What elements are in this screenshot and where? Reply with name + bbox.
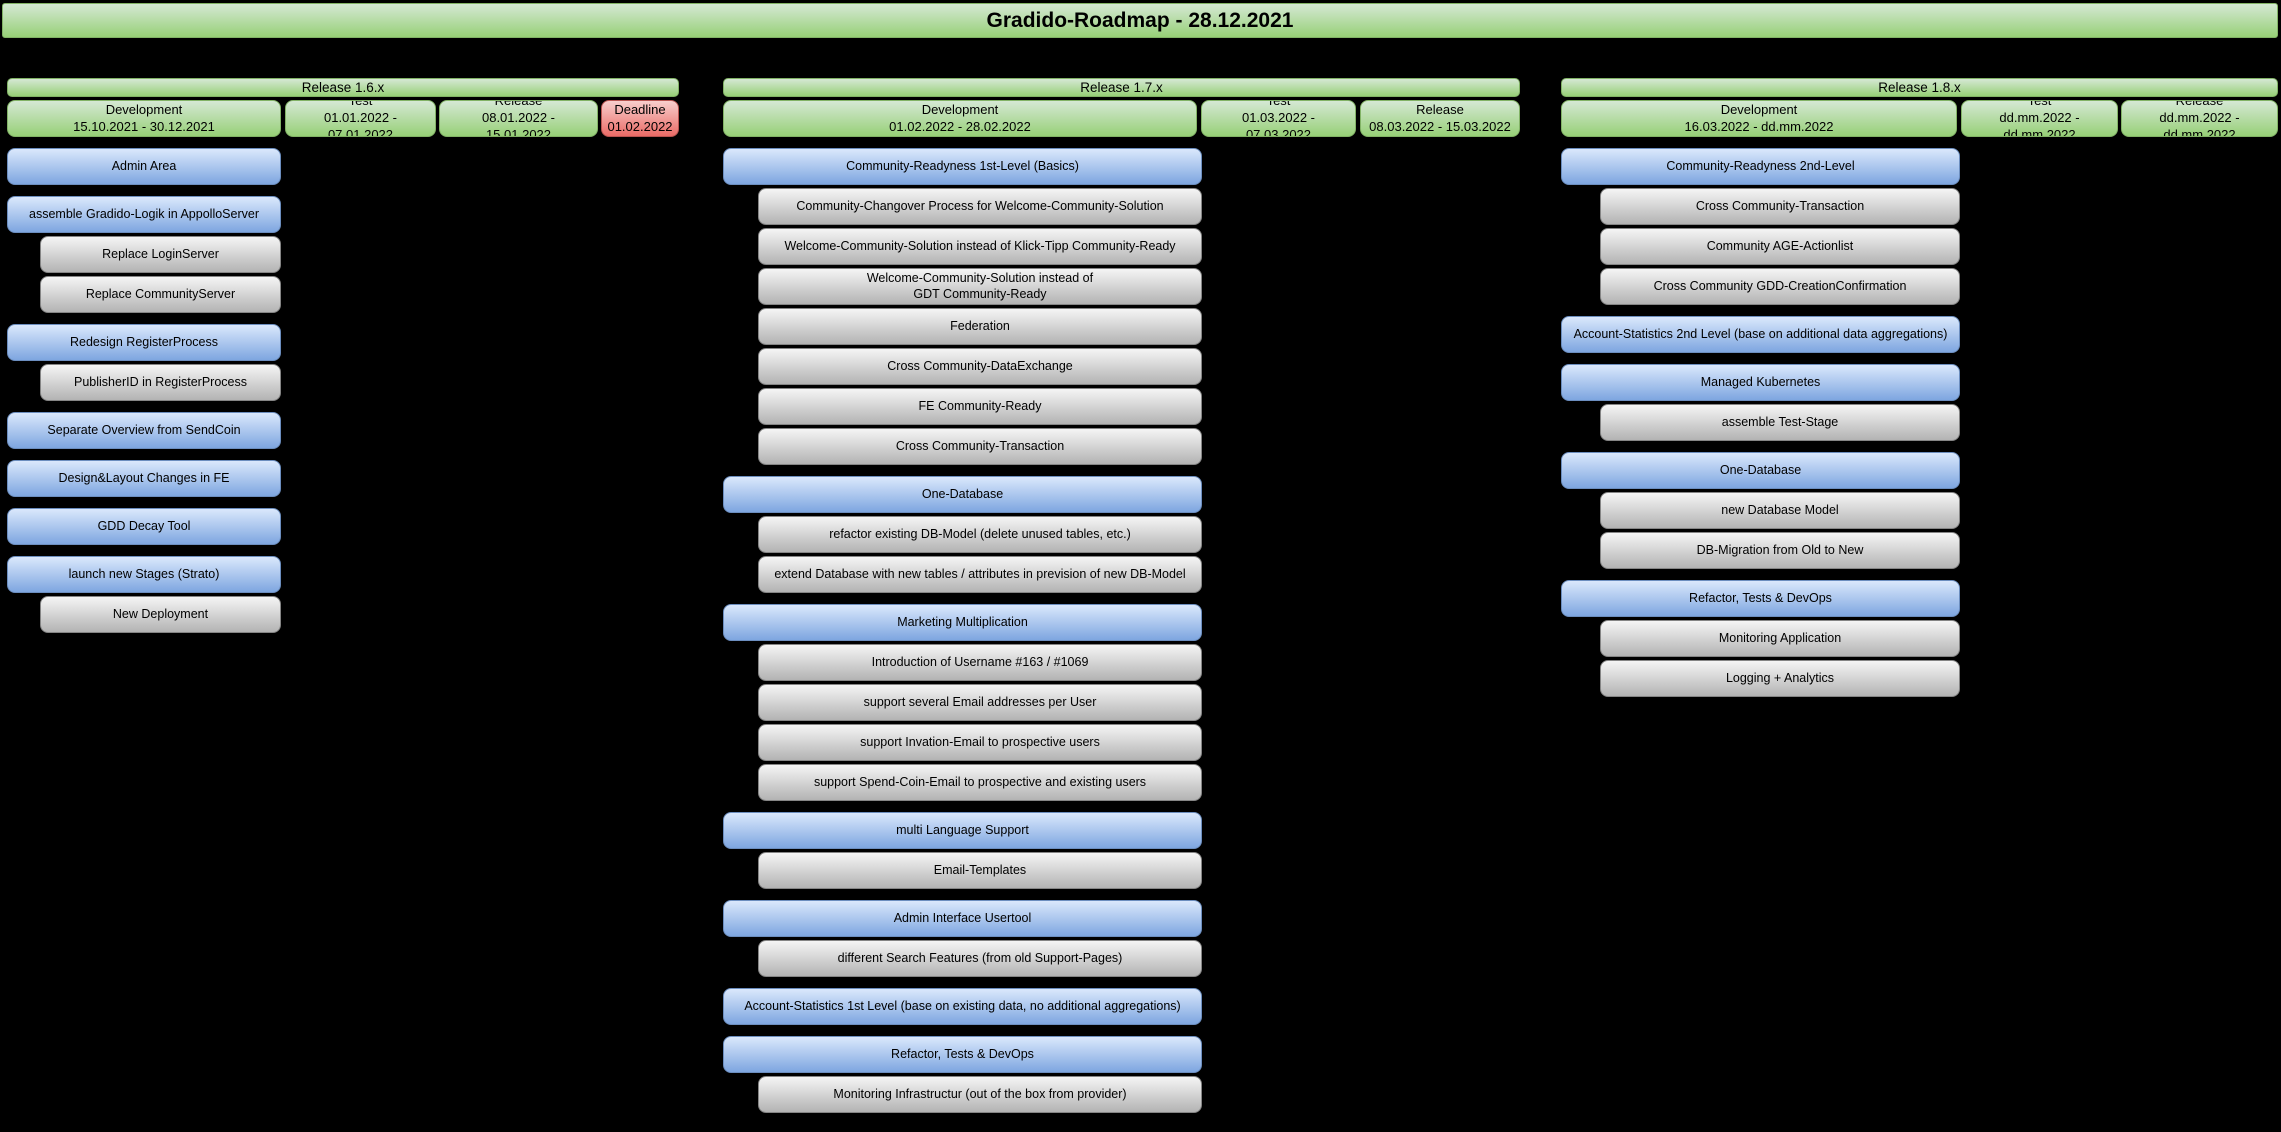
phase-dates: dd.mm.2022 - dd.mm.2022 (2159, 110, 2240, 137)
feature-box: Account-Statistics 1st Level (base on ex… (723, 988, 1202, 1025)
task-box: PublisherID in RegisterProcess (40, 364, 281, 401)
feature-box: One-Database (723, 476, 1202, 513)
phase-dates: 16.03.2022 - dd.mm.2022 (1684, 118, 1834, 134)
task-box: new Database Model (1600, 492, 1960, 529)
release-header: Release 1.8.x (1561, 78, 2278, 97)
feature-box: Community-Readyness 1st-Level (Basics) (723, 148, 1202, 185)
phase-label: Release (494, 100, 543, 109)
phase-dates: 01.03.2022 - 07.03.2022 (1241, 110, 1315, 137)
feature-box: Admin Area (7, 148, 281, 185)
task-box: Logging + Analytics (1600, 660, 1960, 697)
phase-label: Development (105, 101, 183, 117)
task-box: Community AGE-Actionlist (1600, 228, 1960, 265)
release-header: Release 1.6.x (7, 78, 679, 97)
roadmap-title: Gradido-Roadmap - 28.12.2021 (2, 3, 2278, 38)
task-box: Cross Community GDD-CreationConfirmation (1600, 268, 1960, 305)
phase-label: Release (2175, 100, 2224, 109)
release-header: Release 1.7.x (723, 78, 1520, 97)
feature-box: Marketing Multiplication (723, 604, 1202, 641)
phase-label: Test (348, 100, 373, 109)
phase-label: Development (921, 101, 999, 117)
task-box: assemble Test-Stage (1600, 404, 1960, 441)
feature-box: Separate Overview from SendCoin (7, 412, 281, 449)
feature-box: assemble Gradido-Logik in AppolloServer (7, 196, 281, 233)
task-box: support Invation-Email to prospective us… (758, 724, 1202, 761)
task-box: refactor existing DB-Model (delete unuse… (758, 516, 1202, 553)
feature-box: Account-Statistics 2nd Level (base on ad… (1561, 316, 1960, 353)
phase-dates: dd.mm.2022 - dd.mm.2022 (1999, 110, 2080, 137)
task-box: Cross Community-DataExchange (758, 348, 1202, 385)
feature-box: One-Database (1561, 452, 1960, 489)
phase-dates: 15.10.2021 - 30.12.2021 (73, 118, 215, 134)
feature-box: Managed Kubernetes (1561, 364, 1960, 401)
feature-box: Admin Interface Usertool (723, 900, 1202, 937)
task-box: Welcome-Community-Solution instead of Kl… (758, 228, 1202, 265)
task-box: Federation (758, 308, 1202, 345)
phase-label: Test (1266, 100, 1291, 109)
phase-label: Release (1416, 101, 1464, 117)
task-box: DB-Migration from Old to New (1600, 532, 1960, 569)
task-box: Cross Community-Transaction (1600, 188, 1960, 225)
task-box: New Deployment (40, 596, 281, 633)
phase-label: Development (1720, 101, 1798, 117)
feature-box: Community-Readyness 2nd-Level (1561, 148, 1960, 185)
task-box: Monitoring Application (1600, 620, 1960, 657)
feature-box: Refactor, Tests & DevOps (1561, 580, 1960, 617)
task-box: Welcome-Community-Solution instead of GD… (758, 268, 1202, 305)
phase-label: Deadline (614, 101, 666, 117)
phase-label: Test (2027, 100, 2052, 109)
feature-box: Design&Layout Changes in FE (7, 460, 281, 497)
phase-dates: 08.03.2022 - 15.03.2022 (1369, 118, 1511, 134)
task-box: support Spend-Coin-Email to prospective … (758, 764, 1202, 801)
task-box: Monitoring Infrastructur (out of the box… (758, 1076, 1202, 1113)
task-box: Cross Community-Transaction (758, 428, 1202, 465)
feature-box: GDD Decay Tool (7, 508, 281, 545)
feature-box: Redesign RegisterProcess (7, 324, 281, 361)
task-box: Replace LoginServer (40, 236, 281, 273)
phase-dates: 01.01.2022 - 07.01.2022 (323, 110, 397, 137)
task-box: different Search Features (from old Supp… (758, 940, 1202, 977)
task-box: Introduction of Username #163 / #1069 (758, 644, 1202, 681)
phase-dates: 01.02.2022 - 28.02.2022 (889, 118, 1031, 134)
task-box: Email-Templates (758, 852, 1202, 889)
task-box: Community-Changover Process for Welcome-… (758, 188, 1202, 225)
phase-dates: 01.02.2022 (607, 118, 673, 134)
feature-box: Refactor, Tests & DevOps (723, 1036, 1202, 1073)
task-box: extend Database with new tables / attrib… (758, 556, 1202, 593)
feature-box: launch new Stages (Strato) (7, 556, 281, 593)
feature-box: multi Language Support (723, 812, 1202, 849)
task-box: support several Email addresses per User (758, 684, 1202, 721)
task-box: Replace CommunityServer (40, 276, 281, 313)
task-box: FE Community-Ready (758, 388, 1202, 425)
phase-dates: 08.01.2022 - 15.01.2022 (481, 110, 555, 137)
